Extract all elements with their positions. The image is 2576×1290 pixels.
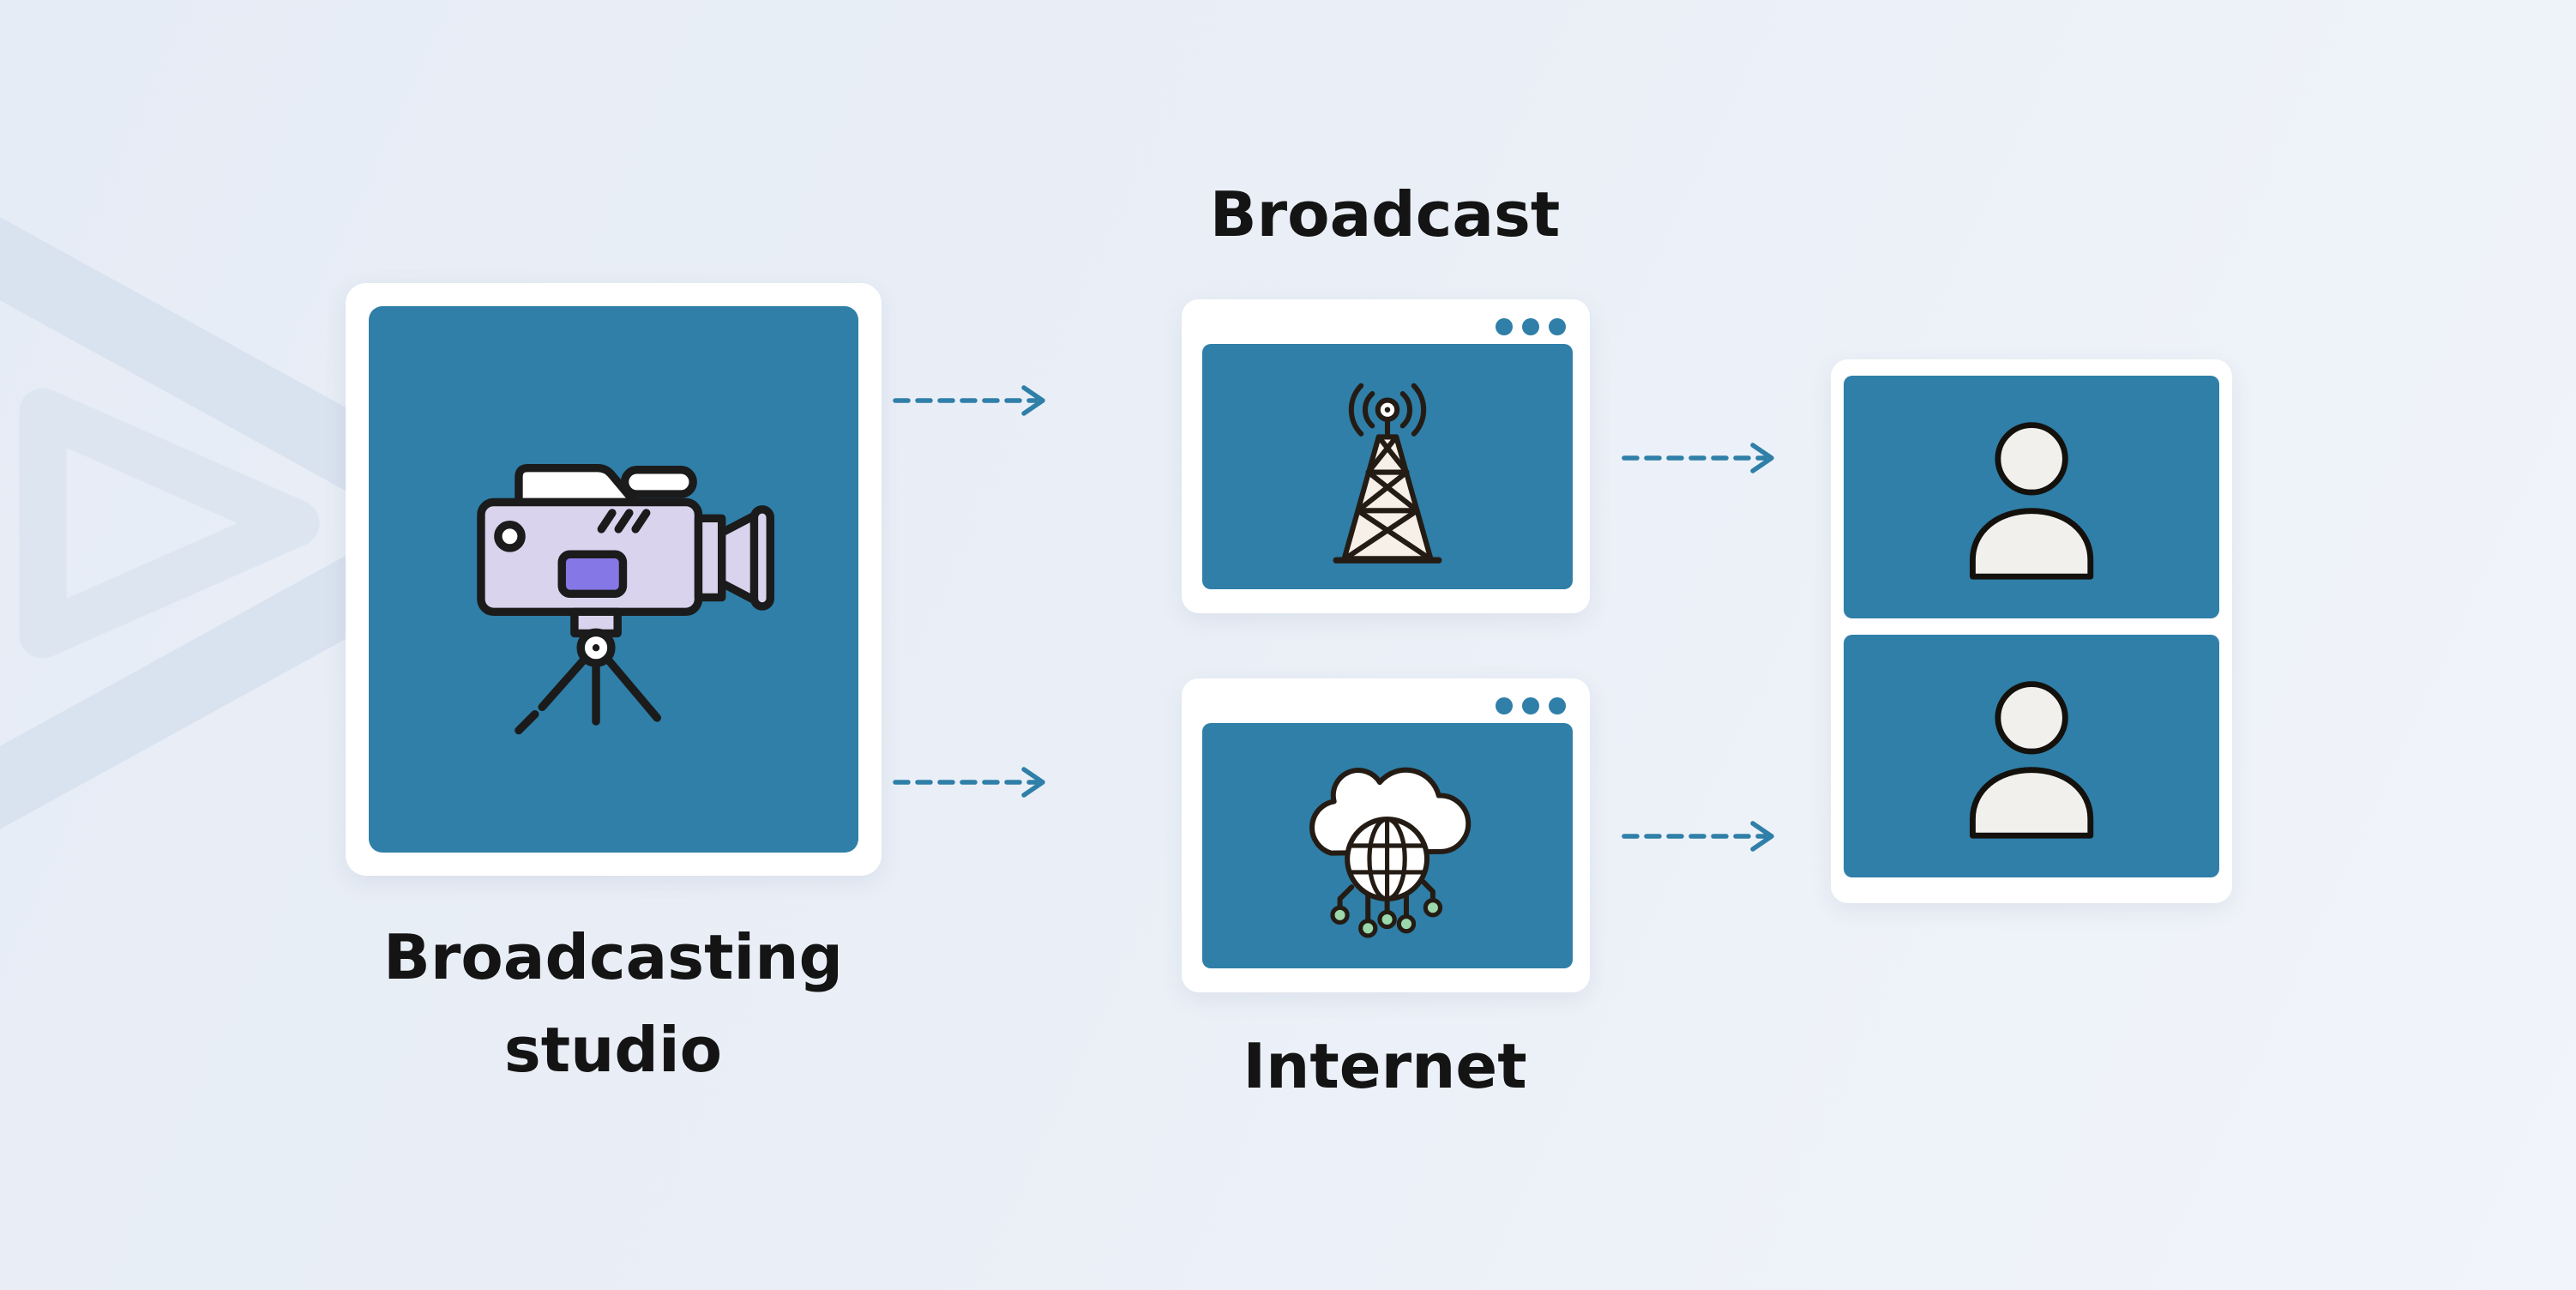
person-icon xyxy=(1969,680,2094,839)
studio-label: Broadcasting studio xyxy=(383,921,843,1086)
studio-panel xyxy=(369,306,858,853)
arrow-broadcast-to-viewers xyxy=(1622,443,1774,473)
window-dot xyxy=(1522,318,1539,335)
window-dot xyxy=(1496,318,1513,335)
broadcast-tower-icon xyxy=(1333,383,1442,564)
play-logo-watermark-icon xyxy=(0,217,517,829)
arrow-studio-to-internet xyxy=(893,767,1045,798)
internet-cloud-icon xyxy=(1309,767,1472,938)
person-icon xyxy=(1969,421,2094,580)
window-dot xyxy=(1549,697,1566,714)
video-camera-icon xyxy=(476,463,774,735)
window-dot xyxy=(1496,697,1513,714)
studio-card xyxy=(346,283,882,876)
window-dot xyxy=(1522,697,1539,714)
broadcast-card xyxy=(1182,299,1590,613)
viewer-screen xyxy=(1844,635,2219,877)
arrow-internet-to-viewers xyxy=(1622,821,1774,852)
internet-card xyxy=(1182,678,1590,992)
window-dots xyxy=(1496,697,1566,714)
broadcast-title: Broadcast xyxy=(1209,178,1561,250)
viewers-card xyxy=(1831,359,2232,903)
window-dot xyxy=(1549,318,1566,335)
internet-label: Internet xyxy=(1243,1030,1527,1102)
window-dots xyxy=(1496,318,1566,335)
internet-panel xyxy=(1202,723,1573,968)
broadcast-panel xyxy=(1202,344,1573,589)
viewer-screen xyxy=(1844,376,2219,618)
arrow-studio-to-broadcast xyxy=(893,385,1045,416)
